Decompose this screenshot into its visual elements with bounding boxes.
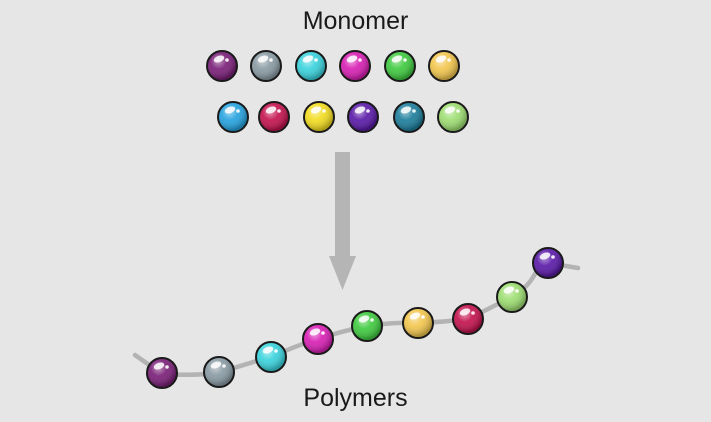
- bead-highlight: [309, 328, 321, 336]
- bead-highlight: [539, 252, 551, 260]
- bead-highlight-dot: [225, 58, 229, 62]
- arrow-shaft: [335, 152, 350, 256]
- bead-highlight: [409, 312, 421, 320]
- bead-highlight-dot: [412, 109, 416, 113]
- bead-highlight-dot: [222, 364, 226, 368]
- bead-highlight-dot: [447, 58, 451, 62]
- polymer-bead: [351, 310, 383, 342]
- bead-highlight: [346, 55, 358, 63]
- polymer-bead: [203, 356, 235, 388]
- arrow-head: [329, 256, 356, 290]
- polymer-bead: [146, 357, 178, 389]
- polymer-bead: [402, 307, 434, 339]
- bead-highlight: [257, 55, 269, 63]
- bead-highlight-dot: [471, 311, 475, 315]
- monomer-bead: [437, 101, 469, 133]
- bead-highlight-dot: [421, 315, 425, 319]
- bead-highlight-dot: [358, 58, 362, 62]
- monomer-bead: [250, 50, 282, 82]
- polymer-chain: [146, 247, 564, 389]
- bead-highlight-dot: [269, 58, 273, 62]
- monomer-bead: [428, 50, 460, 82]
- bead-highlight: [153, 362, 165, 370]
- polymer-bead: [255, 341, 287, 373]
- bead-highlight: [503, 286, 515, 294]
- bead-highlight-dot: [322, 109, 326, 113]
- bead-highlight-dot: [370, 318, 374, 322]
- bead-highlight-dot: [314, 58, 318, 62]
- polymer-bead: [302, 323, 334, 355]
- polymer-bead: [496, 281, 528, 313]
- monomer-bead: [217, 101, 249, 133]
- monomer-bead: [295, 50, 327, 82]
- bead-highlight: [354, 106, 366, 114]
- bead-highlight-dot: [236, 109, 240, 113]
- bead-highlight: [224, 106, 236, 114]
- monomer-bead: [393, 101, 425, 133]
- polymer-bead: [532, 247, 564, 279]
- bead-highlight-dot: [165, 365, 169, 369]
- bead-highlight: [310, 106, 322, 114]
- bead-highlight: [302, 55, 314, 63]
- monomer-bead: [339, 50, 371, 82]
- bead-highlight-dot: [515, 289, 519, 293]
- bead-highlight: [265, 106, 277, 114]
- bead-highlight: [444, 106, 456, 114]
- bead-highlight-dot: [366, 109, 370, 113]
- monomer-bead: [384, 50, 416, 82]
- monomer-bead: [347, 101, 379, 133]
- bead-highlight: [400, 106, 412, 114]
- bead-highlight-dot: [274, 349, 278, 353]
- bead-highlight: [213, 55, 225, 63]
- bead-highlight: [391, 55, 403, 63]
- monomer-bead: [303, 101, 335, 133]
- bead-highlight-dot: [403, 58, 407, 62]
- arrow-down-icon: [329, 152, 356, 290]
- bead-highlight-dot: [456, 109, 460, 113]
- bead-highlight-dot: [277, 109, 281, 113]
- monomer-label: Monomer: [302, 7, 409, 35]
- bead-highlight: [358, 315, 370, 323]
- bead-highlight-dot: [321, 331, 325, 335]
- bead-highlight: [459, 308, 471, 316]
- polymer-bead: [452, 303, 484, 335]
- bead-highlight: [435, 55, 447, 63]
- polymers-label: Polymers: [303, 384, 408, 412]
- monomer-bead: [206, 50, 238, 82]
- bead-highlight: [210, 361, 222, 369]
- monomer-bead: [258, 101, 290, 133]
- bead-highlight-dot: [551, 255, 555, 259]
- bead-highlight: [262, 346, 274, 354]
- monomer-group: [206, 50, 469, 133]
